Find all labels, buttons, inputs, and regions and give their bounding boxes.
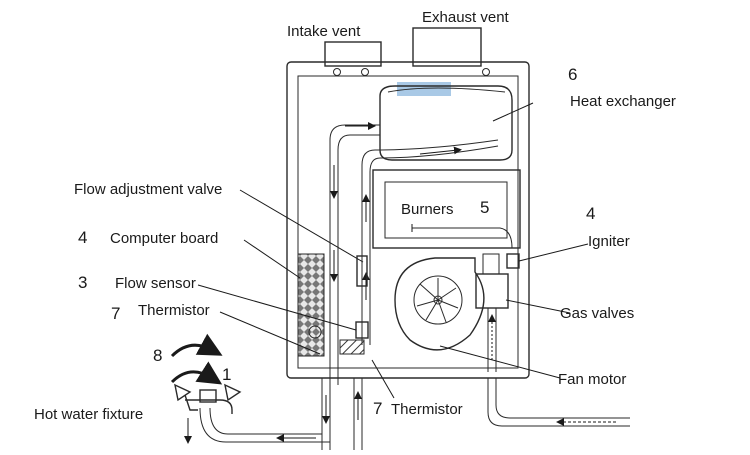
thermistor-left-number: 7 [111, 304, 120, 323]
thermistor-left-label: Thermistor [138, 302, 210, 319]
inner-frame [297, 75, 519, 369]
thermistor-bottom-label: Thermistor [391, 401, 463, 418]
flow-adjustment-valve-label: Flow adjustment valve [74, 181, 222, 198]
fan-motor [394, 257, 485, 351]
burners-label: Burners [401, 201, 454, 218]
burner-box [372, 169, 521, 249]
hot-water-fixture-icon [174, 383, 242, 444]
step-8-number: 8 [153, 346, 162, 365]
igniter-label: Igniter [588, 233, 630, 250]
step-1-number: 1 [222, 365, 231, 384]
exhaust-vent [412, 27, 490, 76]
heat-exchanger-label: Heat exchanger [570, 93, 676, 110]
heat-exchanger-number: 6 [568, 65, 577, 84]
exhaust-vent-label: Exhaust vent [422, 9, 510, 26]
fan-motor-label: Fan motor [558, 371, 626, 388]
intake-vent-label: Intake vent [287, 23, 361, 40]
flow-adjustment-valve [356, 255, 368, 287]
computer-board-number: 4 [78, 228, 87, 247]
heater-cabinet [286, 61, 530, 379]
computer-board-label: Computer board [110, 230, 218, 247]
thermistor-bottom-number: 7 [373, 399, 382, 418]
pipe-return [361, 139, 499, 345]
flow-sensor-number: 3 [78, 273, 87, 292]
flow-arrow-off [170, 333, 223, 358]
flow-arrow-on [170, 361, 223, 385]
igniter-number: 4 [586, 204, 595, 223]
burners-number: 5 [480, 198, 489, 217]
flow-sensor-label: Flow sensor [115, 275, 196, 292]
computer-board [297, 253, 325, 357]
igniter-box [506, 253, 520, 269]
heat-exchanger [379, 82, 513, 161]
pipe-outlet [329, 124, 380, 385]
gas-valves-label: Gas valves [560, 305, 634, 322]
intake-vent [324, 41, 382, 76]
hot-water-fixture-label: Hot water fixture [34, 406, 143, 423]
